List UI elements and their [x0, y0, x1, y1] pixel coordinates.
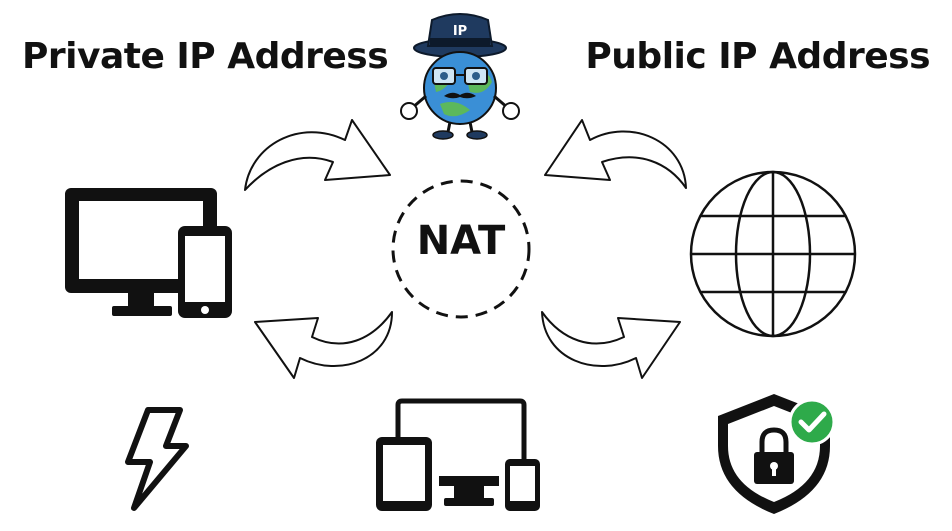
- mascot-hat-label: IP: [453, 24, 467, 39]
- public-ip-title: Public IP Address: [585, 36, 930, 77]
- multi-device-icon: [376, 398, 540, 511]
- nat-label: NAT: [416, 218, 506, 264]
- security-shield-lock-icon: [718, 394, 836, 514]
- nat-dashed-circle: [391, 179, 531, 319]
- desktop-and-phone-icon: [65, 188, 232, 318]
- spy-globe-mascot-icon: IP: [400, 13, 520, 140]
- globe-icon: [689, 170, 857, 338]
- arrow-public-to-nat: [544, 119, 687, 189]
- arrow-nat-to-public: [541, 311, 681, 379]
- lightning-bolt-icon: [125, 407, 189, 511]
- arrow-nat-to-private: [254, 311, 393, 379]
- private-ip-title: Private IP Address: [22, 36, 389, 77]
- arrow-private-to-nat: [244, 119, 391, 191]
